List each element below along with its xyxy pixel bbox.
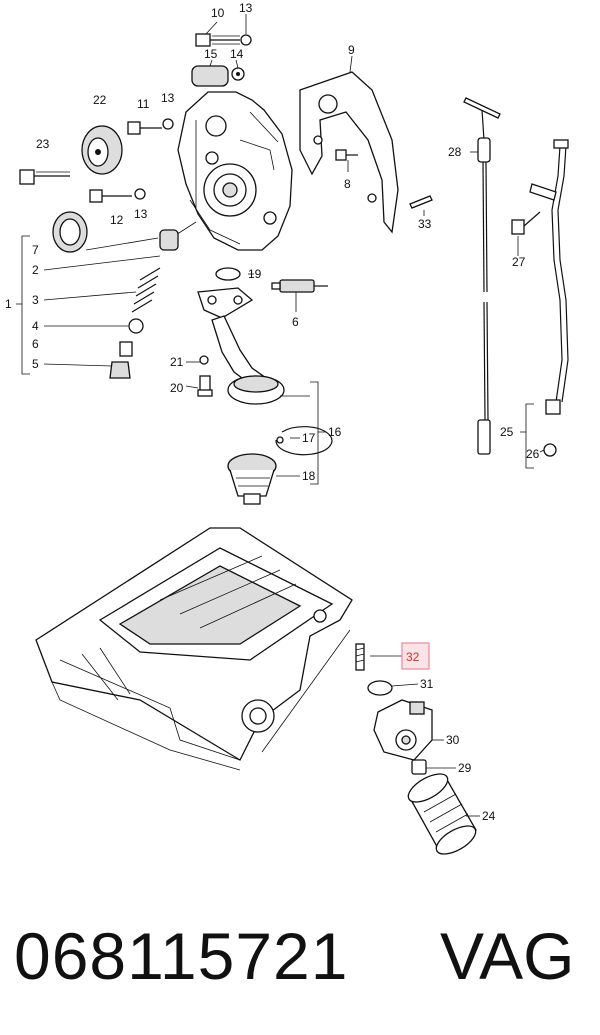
washer-13-mid xyxy=(162,118,174,130)
callout-13-top: 13 xyxy=(239,1,253,15)
callout-30: 30 xyxy=(446,733,460,747)
callout-7: 7 xyxy=(32,243,39,257)
dowel-33 xyxy=(409,195,433,209)
callout-8: 8 xyxy=(344,177,351,191)
callout-32: 32 xyxy=(406,650,420,664)
dipstick-28 xyxy=(463,97,501,455)
leader-9 xyxy=(349,55,353,73)
callout-5: 5 xyxy=(32,357,39,371)
seal-31 xyxy=(367,680,393,696)
washer-13-low xyxy=(134,188,146,200)
highlight-box xyxy=(401,642,430,670)
callout-19: 19 xyxy=(248,267,262,281)
caption-bar: 068115721 VAG xyxy=(0,910,600,1010)
callout-10: 10 xyxy=(211,6,225,20)
bolt-8 xyxy=(335,149,358,161)
assembly-leader xyxy=(261,629,351,753)
callout-1: 1 xyxy=(5,297,12,311)
bolt-27 xyxy=(511,211,541,235)
bolt-12 xyxy=(89,189,132,203)
stud-32 xyxy=(355,643,365,671)
bolt-10 xyxy=(195,33,240,47)
callout-14: 14 xyxy=(230,47,244,61)
leader-14 xyxy=(235,59,239,69)
callout-18: 18 xyxy=(302,469,316,483)
group-brace-25 xyxy=(520,403,534,469)
callout-24: 24 xyxy=(482,809,496,823)
part-number: 068115721 xyxy=(14,919,349,993)
callout-26: 26 xyxy=(526,447,540,461)
oil-pickup-tube xyxy=(197,287,285,405)
group-brace-16 xyxy=(310,381,326,485)
callout-6-left: 6 xyxy=(32,337,39,351)
sleeve-15 xyxy=(191,65,245,87)
o-ring-19 xyxy=(215,267,241,281)
gasket-9 xyxy=(299,71,399,234)
callout-9: 9 xyxy=(348,43,355,57)
callout-29: 29 xyxy=(458,761,472,775)
callout-11: 11 xyxy=(137,97,150,111)
leader-5 xyxy=(43,363,113,367)
oil-pan xyxy=(35,527,353,771)
callout-27: 27 xyxy=(512,255,526,269)
sender-6 xyxy=(271,279,328,293)
callout-16: 16 xyxy=(328,425,342,439)
callout-20: 20 xyxy=(170,381,184,395)
washer-13-top xyxy=(240,34,252,46)
callout-17: 17 xyxy=(302,431,316,445)
leader-31 xyxy=(391,683,419,687)
callout-2: 2 xyxy=(32,263,39,277)
leader-15 xyxy=(209,59,213,67)
callout-25: 25 xyxy=(500,425,514,439)
callout-31: 31 xyxy=(420,677,434,691)
callout-13-low: 13 xyxy=(134,207,148,221)
snap-ring-17 xyxy=(275,426,333,456)
pressure-relief-parts xyxy=(109,229,179,379)
leader-26 xyxy=(539,449,545,453)
oil-pump-housing xyxy=(177,91,293,251)
nipple-29 xyxy=(411,759,427,775)
callout-labels: 10 13 14 15 9 22 11 13 23 28 8 12 13 33 … xyxy=(5,1,540,823)
guide-tube-25 xyxy=(529,139,569,457)
callout-23: 23 xyxy=(36,137,50,151)
callout-28: 28 xyxy=(448,145,462,159)
callout-4: 4 xyxy=(32,319,39,333)
seal-7 xyxy=(52,211,88,253)
callout-3: 3 xyxy=(32,293,39,307)
brand-label: VAG xyxy=(440,919,575,993)
filter-flange-30 xyxy=(373,699,433,761)
bolt-23 xyxy=(19,169,70,185)
callout-21: 21 xyxy=(170,355,184,369)
bolt-20 xyxy=(197,375,213,397)
leader-7 xyxy=(85,237,159,251)
clip-21 xyxy=(199,355,209,365)
bolt-11 xyxy=(127,121,162,135)
callout-12: 12 xyxy=(110,213,124,227)
leader-3 xyxy=(43,291,137,301)
pulley-22 xyxy=(81,125,123,175)
callout-22: 22 xyxy=(93,93,107,107)
leader-10 xyxy=(205,21,218,35)
callout-13-mid: 13 xyxy=(161,91,175,105)
group-brace-1 xyxy=(16,235,30,375)
leader-20 xyxy=(185,385,199,389)
oil-filter-24 xyxy=(407,773,477,855)
exploded-parts-diagram: 10 13 14 15 9 22 11 13 23 28 8 12 13 33 … xyxy=(5,1,569,855)
leader-2 xyxy=(43,255,161,271)
strainer-18 xyxy=(227,453,277,505)
callout-15: 15 xyxy=(204,47,218,61)
callout-33: 33 xyxy=(418,217,432,231)
callout-6-right: 6 xyxy=(292,315,299,329)
